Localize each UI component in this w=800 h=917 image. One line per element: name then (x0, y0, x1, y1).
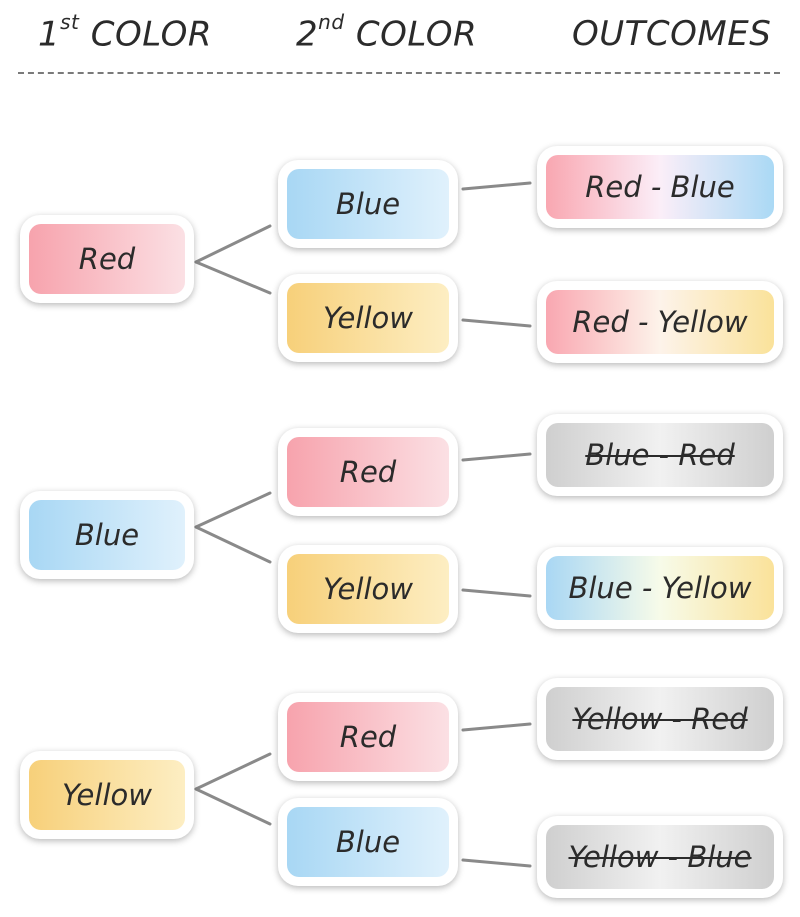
header-second-color: 2nd COLOR (296, 10, 478, 55)
connector-first-to-second (194, 787, 272, 826)
outcome-yellow-red-crossed-out: Yellow - Red (546, 687, 774, 751)
node-label: Blue - Red (585, 438, 735, 472)
node-label: Blue - Yellow (568, 571, 752, 605)
header-first-number: 1 (38, 14, 61, 55)
second-color-node: Yellow (278, 274, 458, 362)
node-label: Red (339, 455, 397, 489)
first-color-yellow: Yellow (29, 760, 185, 830)
header-outcomes: OUTCOMES (572, 14, 772, 54)
second-color-red: Red (287, 702, 449, 772)
second-color-node: Blue (278, 160, 458, 248)
connector-first-to-second (194, 752, 272, 791)
node-label: Red (78, 242, 136, 276)
connector-second-to-outcome (461, 318, 532, 328)
outcome-node: Yellow - Red (537, 678, 783, 760)
header-second-suffix: nd (318, 10, 345, 34)
second-color-node: Blue (278, 798, 458, 886)
second-color-node: Red (278, 693, 458, 781)
first-color-red: Red (29, 224, 185, 294)
first-color-blue: Blue (29, 500, 185, 570)
node-label: Blue (74, 518, 140, 552)
second-color-yellow: Yellow (287, 554, 449, 624)
header-divider (18, 72, 780, 74)
header-first-label: COLOR (79, 14, 212, 55)
header-second-label: COLOR (344, 14, 478, 55)
outcome-blue-yellow: Blue - Yellow (546, 556, 774, 620)
first-color-node: Yellow (20, 751, 194, 839)
header-second-number: 2 (296, 14, 319, 55)
node-label: Yellow (323, 301, 413, 335)
outcome-blue-red-crossed-out: Blue - Red (546, 423, 774, 487)
connector-first-to-second (194, 525, 272, 564)
node-label: Red - Blue (585, 170, 735, 204)
connector-first-to-second (194, 224, 272, 264)
connector-second-to-outcome (461, 858, 532, 868)
connector-first-to-second (194, 491, 272, 529)
second-color-blue: Blue (287, 169, 449, 239)
node-label: Red - Yellow (572, 305, 748, 339)
node-label: Yellow (323, 572, 413, 606)
outcome-node: Red - Yellow (537, 281, 783, 363)
outcome-yellow-blue-crossed-out: Yellow - Blue (546, 825, 774, 889)
outcome-node: Red - Blue (537, 146, 783, 228)
connector-second-to-outcome (461, 588, 532, 598)
first-color-node: Red (20, 215, 194, 303)
second-color-node: Red (278, 428, 458, 516)
node-label: Yellow (62, 778, 152, 812)
connector-second-to-outcome (461, 722, 532, 732)
node-label: Blue (335, 825, 401, 859)
node-label: Blue (335, 187, 401, 221)
node-label: Yellow - Red (572, 702, 748, 736)
header-first-color: 1st COLOR (38, 10, 212, 55)
outcome-node: Yellow - Blue (537, 816, 783, 898)
outcome-node: Blue - Red (537, 414, 783, 496)
outcome-red-blue: Red - Blue (546, 155, 774, 219)
outcome-node: Blue - Yellow (537, 547, 783, 629)
node-label: Red (339, 720, 397, 754)
connector-second-to-outcome (461, 181, 532, 191)
header-first-suffix: st (60, 10, 80, 34)
outcome-red-yellow: Red - Yellow (546, 290, 774, 354)
second-color-red: Red (287, 437, 449, 507)
second-color-yellow: Yellow (287, 283, 449, 353)
first-color-node: Blue (20, 491, 194, 579)
connector-second-to-outcome (461, 452, 532, 462)
node-label: Yellow - Blue (568, 840, 752, 874)
second-color-blue: Blue (287, 807, 449, 877)
connector-first-to-second (194, 260, 272, 295)
second-color-node: Yellow (278, 545, 458, 633)
